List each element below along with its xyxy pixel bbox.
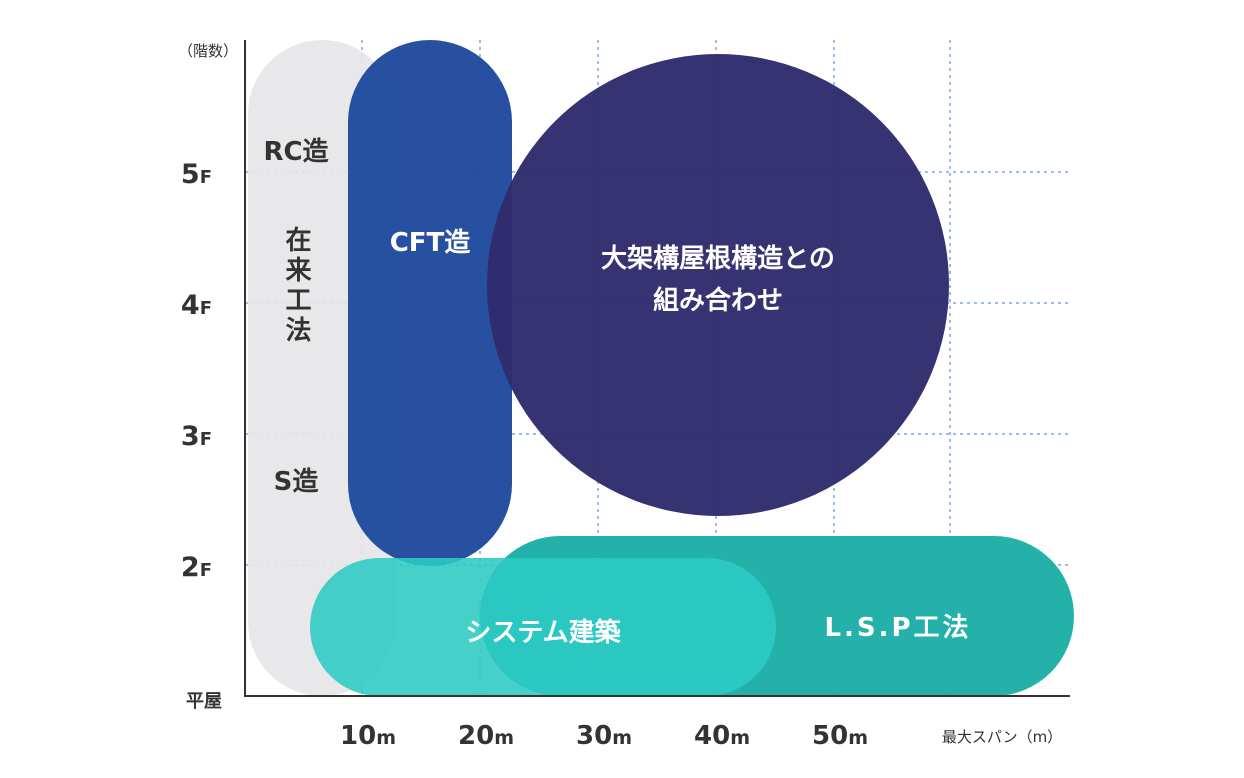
x-tick-num-40: 40	[694, 721, 730, 751]
label-large-roof-line2: 組み合わせ	[653, 285, 783, 316]
x-tick-num-30: 30	[576, 721, 612, 751]
label-conventional: 在来工法	[281, 226, 311, 346]
label-lsp: L.S.P工法	[824, 613, 971, 643]
x-tick-unit-20: m	[494, 727, 514, 749]
region-large-roof	[487, 54, 949, 516]
x-tick-label-10: 10m	[340, 721, 396, 751]
region-system	[310, 558, 776, 696]
y-tick-unit-3: F	[200, 429, 212, 450]
y-tick-label-3: 3F	[181, 421, 212, 452]
label-cft: CFT造	[390, 228, 471, 258]
x-tick-num-20: 20	[458, 721, 494, 751]
x-tick-unit-10: m	[376, 727, 396, 749]
y-tick-unit-4: F	[200, 298, 212, 319]
region-cft	[348, 40, 512, 566]
y-tick-num-3: 3	[181, 421, 200, 452]
x-tick-num-10: 10	[340, 721, 376, 751]
y-tick-unit-2: F	[200, 560, 212, 581]
label-large-roof-line1: 大架構屋根構造との	[601, 244, 835, 274]
label-rc: RC造	[263, 137, 328, 167]
y-tick-num-2: 2	[181, 552, 200, 583]
y-tick-label-5: 5F	[181, 159, 212, 190]
x-axis-title: 最大スパン（m）	[942, 728, 1062, 746]
y-tick-unit-5: F	[200, 167, 212, 188]
x-tick-label-30: 30m	[576, 721, 632, 751]
y-tick-num-5: 5	[181, 159, 200, 190]
y-tick-label-1: 平屋	[186, 691, 222, 712]
x-tick-unit-30: m	[612, 727, 632, 749]
label-system: システム建築	[465, 617, 621, 648]
label-s: S造	[274, 467, 319, 497]
y-tick-label-4: 4F	[181, 290, 212, 321]
y-tick-num-4: 4	[181, 290, 200, 321]
x-tick-label-20: 20m	[458, 721, 514, 751]
y-axis-title: （階数）	[178, 42, 238, 60]
x-tick-label-50: 50m	[812, 721, 868, 751]
x-tick-unit-40: m	[730, 727, 750, 749]
x-tick-num-50: 50	[812, 721, 848, 751]
x-tick-label-40: 40m	[694, 721, 750, 751]
y-tick-label-2: 2F	[181, 552, 212, 583]
regions	[248, 40, 1074, 696]
x-tick-unit-50: m	[848, 727, 868, 749]
